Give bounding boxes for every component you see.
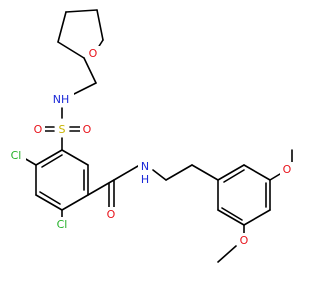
bond xyxy=(65,9,98,13)
molecule-structure: O NH S O O Cl Cl N H O O O xyxy=(6,9,294,263)
bond xyxy=(87,179,115,196)
methoxy-oxygen-upper-label: O xyxy=(283,163,292,176)
bond xyxy=(35,194,63,211)
bond xyxy=(221,207,243,221)
bond xyxy=(191,164,219,181)
bond xyxy=(217,245,237,263)
chlorine-upper-label: Cl xyxy=(11,149,22,162)
sulfonamide-nh-label: NH xyxy=(53,93,70,106)
atom-labels: O NH S O O Cl Cl N H O O O xyxy=(6,46,294,247)
chlorine-lower-label: Cl xyxy=(57,218,68,231)
bond xyxy=(41,154,63,168)
amide-hydrogen-label: H xyxy=(141,173,149,186)
bond xyxy=(152,169,167,181)
sulfur-label: S xyxy=(59,123,66,136)
bond xyxy=(57,11,67,43)
bond xyxy=(217,209,245,226)
sulfonyl-oxygen-right-label: O xyxy=(83,123,92,136)
bond xyxy=(57,41,85,59)
bond xyxy=(69,82,97,97)
sulfonyl-oxygen-left-label: O xyxy=(34,123,43,136)
bond xyxy=(243,209,271,226)
ring-oxygen-label: O xyxy=(89,47,98,60)
bond xyxy=(269,173,281,181)
bond xyxy=(113,165,139,181)
bond xyxy=(165,164,193,181)
bond xyxy=(61,194,89,211)
bond xyxy=(96,9,104,41)
carbonyl-oxygen-label: O xyxy=(107,208,116,221)
bond xyxy=(243,164,271,181)
bond xyxy=(39,191,61,205)
bond xyxy=(61,149,89,166)
bond xyxy=(83,57,97,84)
bond xyxy=(217,164,245,181)
bond xyxy=(35,149,63,166)
bond xyxy=(223,169,245,183)
amide-nitrogen-label: N xyxy=(141,160,149,173)
methoxy-oxygen-lower-label: O xyxy=(240,234,249,247)
